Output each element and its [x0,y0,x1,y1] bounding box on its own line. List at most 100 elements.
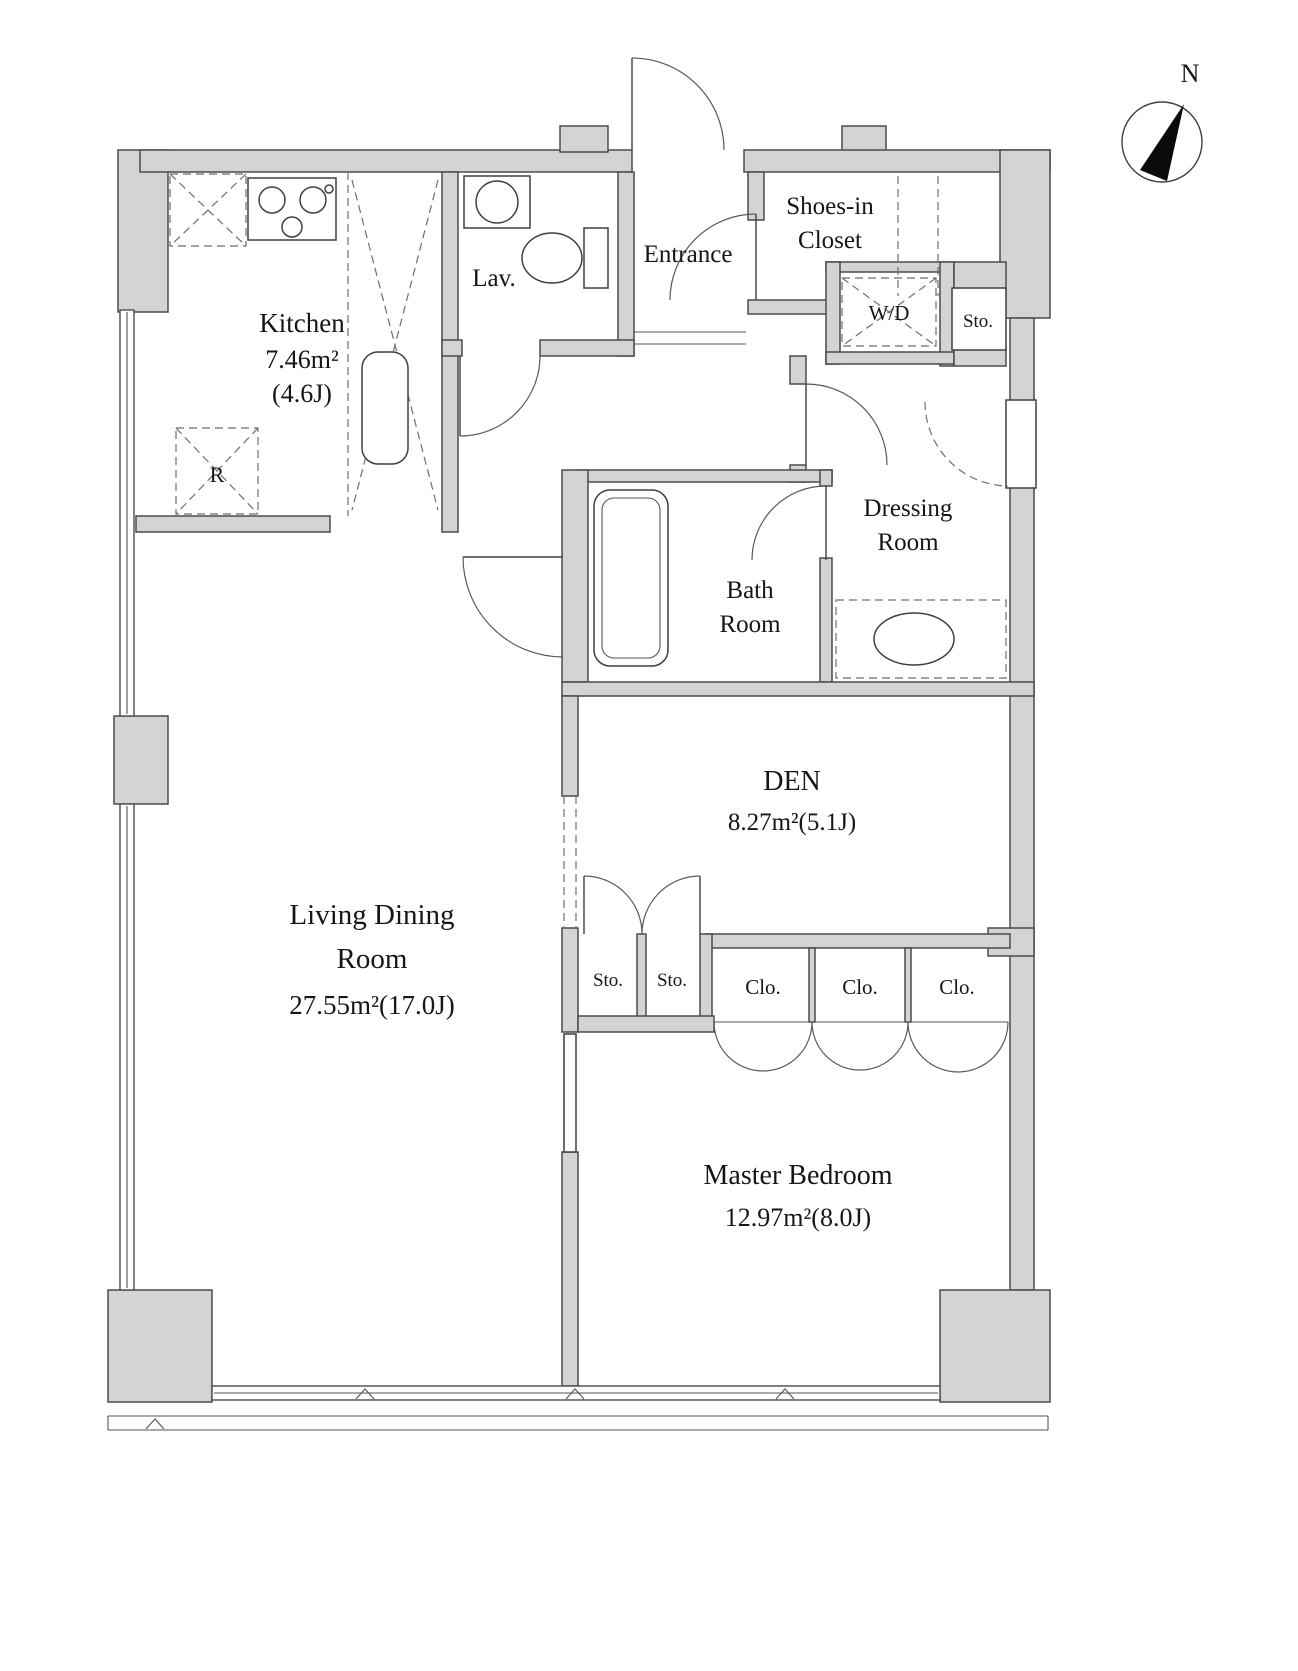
wall-segment [636,933,647,1023]
lav-sink [475,180,519,224]
wall-segment [561,469,589,683]
refrigerator-space [175,427,259,515]
pillar [113,715,169,805]
wall-segment [825,351,955,365]
bathtub-inner [601,497,661,659]
master-bedroom-label: Master Bedroom [704,1160,893,1191]
washer-dryer-mark [841,277,937,347]
closet-folding-door [859,1021,909,1071]
kitchen-counter-diagonal [351,179,439,511]
wall-segment [789,355,807,385]
closet-folding-door [957,1021,1009,1073]
wall-segment [904,947,912,1023]
wall-segment [705,933,1011,949]
stove-burner [299,186,327,214]
wall-segment [699,933,713,1023]
fixtures [169,172,1037,1153]
dressing-room-label-1: Dressing [864,495,953,522]
storage-door-arc [583,875,643,935]
wall-segment [117,149,169,313]
den-area-label: 8.27m²(5.1J) [728,809,856,836]
wall-segment [539,339,635,357]
wall-segment [441,339,463,357]
closet-folding-door [713,1021,764,1072]
dressing-door-arc [805,383,888,466]
window-mark [565,1388,585,1400]
wall-segment [825,261,841,365]
kitchen-sink [361,351,409,465]
bathtub [593,489,669,667]
wall-segment [1009,317,1035,403]
doors [459,57,1009,1073]
wall-segment [747,171,765,221]
den-label: DEN [763,766,821,797]
closet-folding-door [907,1021,959,1073]
wall-segment [561,695,579,797]
walls [107,125,1051,1403]
wall-segment [561,681,1035,697]
dressing-room-label-2: Room [877,529,939,556]
wall-segment [819,469,833,487]
storage-2-label: Sto. [657,970,687,991]
window-mark [775,1388,795,1400]
wall-segment [617,171,635,357]
pillar [939,1289,1051,1403]
wall-segment [819,557,833,683]
bedroom-sliding-door [563,1033,577,1153]
bath-door-arc [751,485,827,561]
wall-segment [808,947,816,1023]
entrance-label: Entrance [644,241,733,268]
service-door-panel [1005,399,1037,489]
ldk-door-arc [462,556,564,658]
wall-segment [139,149,633,173]
bath-room-label-2: Room [719,611,781,638]
entrance-door-arc [631,57,725,151]
master-bedroom-area-label: 12.97m²(8.0J) [725,1203,871,1232]
window-mark [355,1388,375,1400]
shoes-in-closet-label-2: Closet [798,227,862,254]
compass: N [1121,59,1203,183]
stove-burner [281,216,303,238]
refrigerator-label: R [210,462,225,487]
wall-segment [841,125,887,153]
pillar [107,1289,213,1403]
storage-1-label: Sto. [593,970,623,991]
service-door-arc [924,401,1009,487]
closet-1-label: Clo. [745,975,781,999]
storage-door-arc [641,875,701,935]
kitchen-area-label: 7.46m² [265,345,339,374]
refrigerator-space-line [175,427,259,515]
wall-segment [953,261,1007,291]
shoes-in-closet-label-1: Shoes-in [786,193,874,220]
toilet-bowl [521,232,583,284]
room-labels: Kitchen 7.46m² (4.6J) R Lav. Entrance Sh… [210,193,993,1232]
sic-door-arc [669,213,757,301]
wall-segment [577,469,833,483]
kitchen-upper-cabinet-line [169,173,247,247]
kitchen-label: Kitchen [259,308,345,338]
storage-top-box [951,287,1007,351]
balcony-mark [145,1418,165,1430]
bath-room-label-1: Bath [726,577,774,604]
living-dining-area-label: 27.55m²(17.0J) [289,990,455,1020]
stove-knob [324,184,334,194]
wall-segment [825,261,955,273]
washer-dryer-label: W/D [869,301,910,325]
washer-dryer-cross [841,277,937,347]
lav-door-arc [459,355,541,437]
windows [119,309,941,1401]
wall-segment [747,299,835,315]
wall-segment [135,515,331,533]
vanity-counter [835,599,1007,679]
closet-2-label: Clo. [842,975,878,999]
compass-needle-icon [1140,104,1184,181]
wall-segment [561,1151,579,1387]
kitchen-upper-cabinet [169,173,247,247]
living-dining-label-1: Living Dining [289,899,454,931]
stove-burner [258,186,286,214]
kitchen-tatami-label: (4.6J) [272,379,332,408]
living-dining-label-2: Room [337,943,408,975]
closet-folding-door [762,1021,813,1072]
lavatory-label: Lav. [472,265,516,292]
